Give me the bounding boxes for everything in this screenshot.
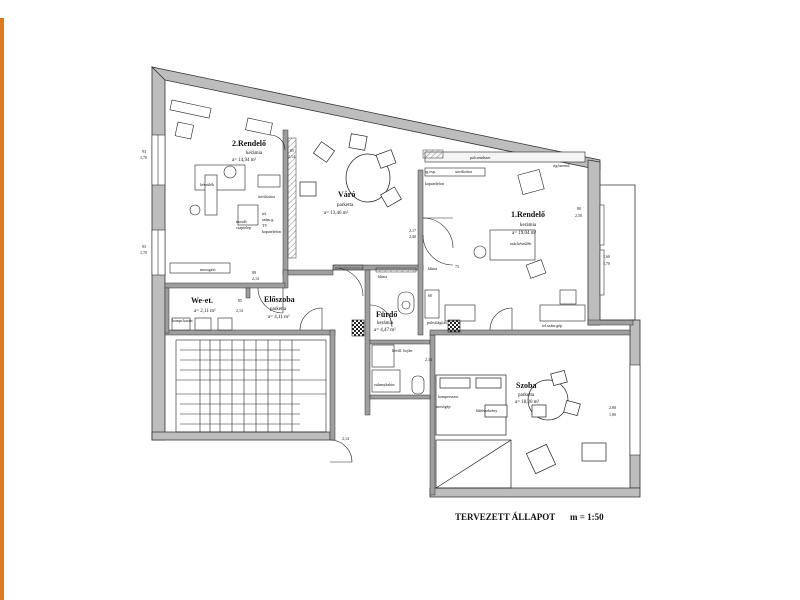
room-label-eloszoba: Előszoba parketta a= 4,11 m² bbox=[264, 295, 295, 320]
label-kompresszor: kompresszor bbox=[438, 394, 459, 399]
label-tel-szam: szám.g. bbox=[262, 217, 274, 222]
dim-window-2b: 1,70 bbox=[140, 250, 147, 256]
dim-window-1: 93 bbox=[142, 149, 146, 154]
dim-door-5: 2,14 bbox=[342, 436, 349, 442]
room-floor: parketta bbox=[518, 393, 535, 398]
dim-window-1b: 1,70 bbox=[140, 155, 147, 161]
room-area: a= 19,04 m² bbox=[512, 230, 537, 236]
room-label-furdo: Fürdő kerámia a= 4,47 m² bbox=[374, 310, 397, 333]
room-area: a= 4,11 m² bbox=[268, 314, 290, 320]
interior-walls bbox=[164, 129, 634, 496]
room-name: 2.Rendelő bbox=[232, 139, 266, 148]
dim-door-2: 2,17 bbox=[409, 228, 416, 234]
label-keszulek: készülék bbox=[200, 182, 214, 187]
room-area: a= 2,11 m² bbox=[194, 308, 216, 314]
exterior-walls bbox=[150, 66, 641, 498]
label-mosogato: mosogató bbox=[200, 267, 216, 272]
room-name: Fürdő bbox=[376, 310, 397, 319]
room-floor: parketta bbox=[337, 203, 354, 208]
staircase bbox=[175, 339, 327, 433]
label-tel: tel. bbox=[262, 211, 267, 216]
dim-window-3: 80 bbox=[577, 206, 581, 211]
plan-scale: m = 1:50 bbox=[570, 512, 604, 522]
label-hutoszekreny: hűtőszekrény bbox=[476, 408, 497, 413]
room-name: Szoba bbox=[516, 381, 536, 390]
room-name: Előszoba bbox=[264, 295, 295, 304]
dim-window-3b: 2,50 bbox=[575, 213, 582, 219]
room-floor: kerámia bbox=[377, 321, 394, 326]
label-klima2: klíma bbox=[428, 266, 437, 271]
label-szar-keszulek: szár.készülék bbox=[510, 241, 531, 246]
room-area: a= 14,94 m² bbox=[232, 157, 257, 163]
label-rtg: rtg.berend. bbox=[553, 163, 570, 168]
label-bojler: hővill. bojler bbox=[392, 348, 413, 353]
room-area: a= 18,20 m² bbox=[515, 399, 540, 405]
szoba-furniture bbox=[435, 369, 607, 489]
dim-window-4: 1,60 bbox=[603, 254, 610, 260]
dim-door-6: 2,14 bbox=[425, 357, 432, 363]
room-floor: parketta bbox=[270, 307, 287, 312]
label-kaputelefon: kaputelefon bbox=[262, 229, 281, 234]
plan-title-block: TERVEZETT ÁLLAPOT m = 1:50 bbox=[455, 512, 604, 522]
label-kaputelefon2: kaputelefon bbox=[425, 181, 444, 186]
label-mosdo: mosdó bbox=[236, 219, 247, 224]
bathroom-fixtures bbox=[171, 291, 461, 395]
room-label-varo: Váró parketta a= 13,46 m² bbox=[324, 190, 355, 216]
dim-window-5: 2,80 bbox=[609, 405, 616, 411]
label-klima: klíma bbox=[378, 274, 387, 279]
label-pultvilagitas: pultvilágítás bbox=[427, 320, 447, 325]
room-floor: kerámia bbox=[520, 223, 537, 228]
label-mosogep: mosógép bbox=[436, 404, 450, 409]
balcony-outline bbox=[600, 184, 636, 321]
label-csaptelep: csaptelep bbox=[236, 225, 251, 230]
dim-door-3: 85 bbox=[238, 298, 242, 303]
label-polcrendszer: polcrendszer bbox=[470, 155, 491, 160]
rendelo2-furniture bbox=[169, 99, 281, 274]
room-floor: kerámia bbox=[246, 151, 263, 156]
room-label-rendelo1: 1.Rendelő kerámia a= 19,04 m² bbox=[511, 210, 545, 236]
room-area: a= 4,47 m² bbox=[374, 327, 396, 333]
label-tv: TV bbox=[262, 223, 267, 228]
left-edge-strip bbox=[0, 18, 4, 600]
label-sterilizator2: sterilizátor bbox=[455, 169, 473, 174]
dim-window-4b: 1,70 bbox=[603, 261, 610, 267]
label-rg-exp: rg.exp. bbox=[425, 169, 436, 174]
label-kompr-kazan: kompr.kazán bbox=[172, 318, 193, 323]
room-label-szoba: Szoba parketta a= 18,20 m² bbox=[515, 381, 540, 405]
room-label-rendelo2: 2.Rendelő kerámia a= 14,94 m² bbox=[232, 139, 266, 163]
dim-60: 60 bbox=[428, 293, 432, 298]
dim-door-1b: 2,14 bbox=[288, 154, 295, 160]
room-name: 1.Rendelő bbox=[511, 210, 545, 219]
dim-door-4b: 2,14 bbox=[252, 276, 259, 282]
room-label-weet: We-et. a= 2,11 m² bbox=[191, 296, 216, 314]
dim-door-2b: 2,40 bbox=[409, 234, 416, 240]
dim-door-4: 89 bbox=[252, 270, 256, 275]
dim-door-1: 85 bbox=[290, 148, 294, 153]
label-sterilizator: sterilizátor bbox=[258, 194, 276, 199]
left-windows bbox=[151, 134, 641, 456]
room-name: Váró bbox=[338, 190, 355, 199]
dim-75: 75 bbox=[455, 264, 459, 269]
equipment-labels: sterilizátor tel. szám.g. TV kaputelefon… bbox=[172, 155, 570, 413]
label-tel-szam-gep: tel.szám.gép bbox=[542, 323, 562, 328]
plan-title: TERVEZETT ÁLLAPOT bbox=[455, 512, 555, 522]
rendelo1-furniture bbox=[424, 151, 586, 322]
room-name: We-et. bbox=[191, 296, 213, 305]
varo-furniture bbox=[299, 133, 402, 208]
dim-window-5b: 1,80 bbox=[609, 412, 616, 418]
room-area: a= 13,46 m² bbox=[324, 210, 349, 216]
dimension-labels: 93 1,70 93 1,70 85 2,14 2,17 2,40 80 2,5… bbox=[140, 148, 616, 442]
dim-window-2: 93 bbox=[142, 244, 146, 249]
label-zuhanykabin: zuhanykabin bbox=[374, 382, 394, 387]
hatched-segments bbox=[287, 137, 444, 273]
dim-door-3b: 2,14 bbox=[236, 308, 243, 314]
